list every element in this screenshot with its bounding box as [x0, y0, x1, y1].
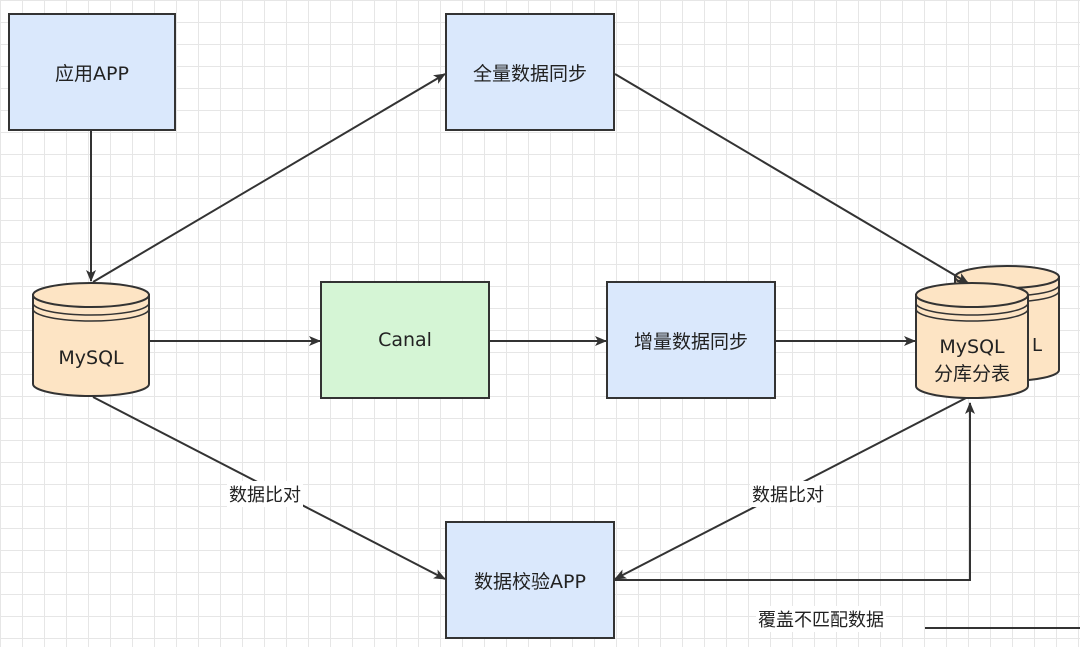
full-sync-label: 全量数据同步 — [472, 62, 587, 85]
mysql-src-label: MySQL — [58, 347, 124, 369]
edge-label-compare-right: 数据比对 — [750, 481, 826, 507]
edge-label-compare-left: 数据比对 — [227, 481, 303, 507]
mysql-dst-back-label: L — [1032, 335, 1043, 356]
app-box[interactable]: 应用APP — [8, 13, 176, 131]
edge-label-overwrite: 覆盖不匹配数据 — [756, 606, 886, 632]
mysql-dst-label-line2: 分库分表 — [933, 363, 1010, 385]
check-app-box[interactable]: 数据校验APP — [445, 521, 615, 639]
mysql-dst-front-cylinder — [915, 282, 1029, 399]
inc-sync-label: 增量数据同步 — [633, 330, 748, 353]
mysql-src-cylinder — [32, 282, 150, 397]
inc-sync-box[interactable]: 增量数据同步 — [606, 281, 776, 399]
edge-full-sync-to-dst — [614, 73, 969, 284]
mysql-dst-label-line1: MySQL — [939, 336, 1005, 358]
canal-label: Canal — [378, 329, 432, 351]
app-label: 应用APP — [55, 62, 129, 85]
check-app-label: 数据校验APP — [474, 570, 586, 593]
full-sync-box[interactable]: 全量数据同步 — [445, 13, 615, 131]
edge-mysql-to-full-sync — [92, 73, 446, 283]
canal-box[interactable]: Canal — [320, 281, 490, 399]
edge-check-app-overwrite-dst — [615, 402, 975, 581]
